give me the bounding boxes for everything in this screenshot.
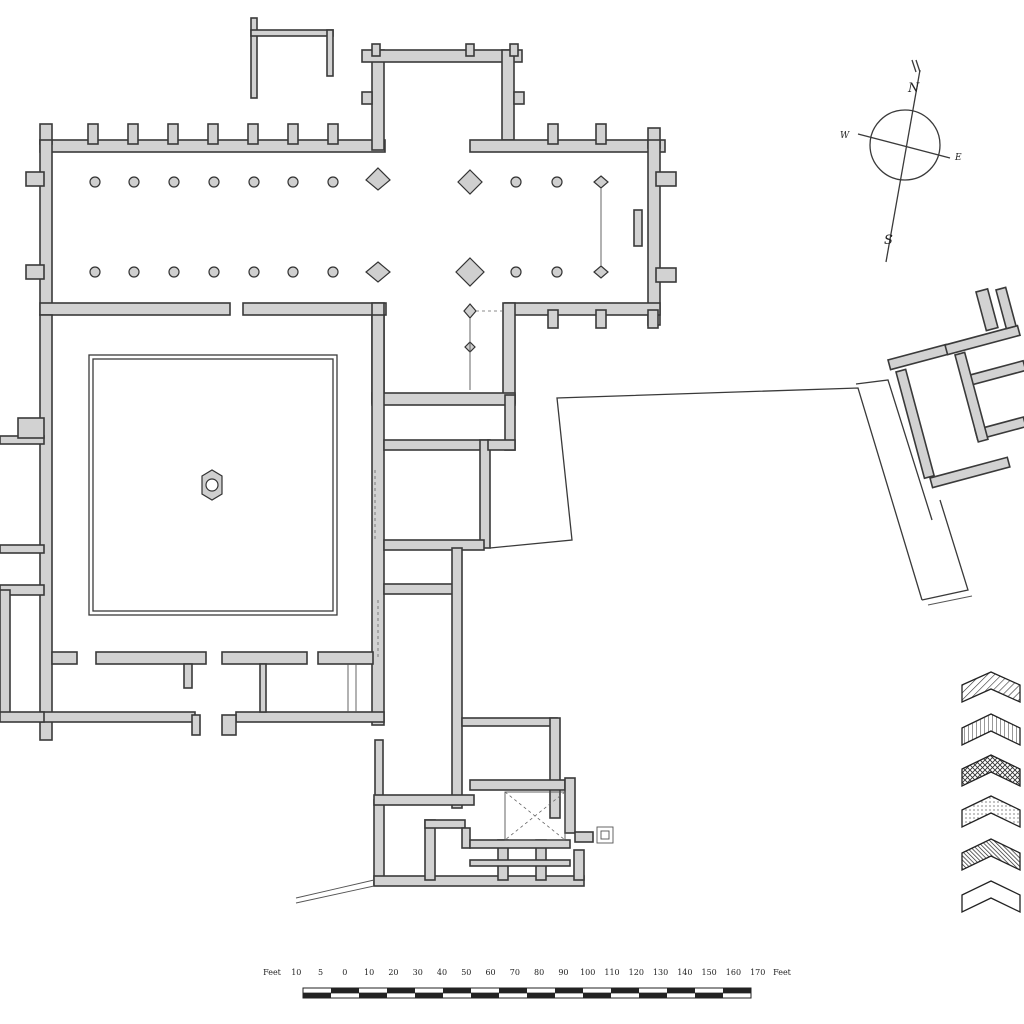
scale-segment xyxy=(583,993,611,998)
legend xyxy=(961,671,1021,914)
legend-swatch-3 xyxy=(961,754,1021,788)
scale-label: 160 xyxy=(726,968,741,977)
scale-segment xyxy=(359,993,387,998)
scale-segment xyxy=(555,988,583,993)
scale-segment xyxy=(303,993,331,998)
legend-swatch-4 xyxy=(961,795,1021,829)
compass-east-label: E xyxy=(954,153,962,163)
compass-rose: N S W E xyxy=(840,59,962,263)
scale-label: 70 xyxy=(510,968,520,977)
scale-segment xyxy=(667,988,695,993)
scale-segment xyxy=(331,988,359,993)
nave-piers xyxy=(89,167,609,390)
scale-label: 150 xyxy=(702,968,717,977)
scale-label: 80 xyxy=(534,968,544,977)
scale-label: 40 xyxy=(437,968,447,977)
cloister xyxy=(0,314,385,741)
scale-segment xyxy=(639,993,667,998)
east-range xyxy=(374,394,561,819)
scale-label: 130 xyxy=(653,968,668,977)
scale-label: 140 xyxy=(677,968,692,977)
scale-segment xyxy=(471,993,499,998)
legend-swatch-1 xyxy=(961,671,1021,704)
scale-label: 60 xyxy=(485,968,495,977)
scale-label: 20 xyxy=(388,968,398,977)
scale-label: 110 xyxy=(604,968,619,977)
scale-label: Feet xyxy=(263,968,282,977)
scale-segment xyxy=(695,993,723,998)
scale-label: 100 xyxy=(580,968,595,977)
scale-segment xyxy=(723,988,751,993)
church-outline xyxy=(25,43,677,406)
scale-label: 10 xyxy=(291,968,301,977)
east-enclosure xyxy=(489,286,1024,606)
scale-label: 170 xyxy=(750,968,765,977)
scale-segment xyxy=(611,988,639,993)
scale-segment xyxy=(443,988,471,993)
scale-label: 30 xyxy=(413,968,423,977)
scale-label: 0 xyxy=(342,968,347,977)
scale-label: 120 xyxy=(629,968,644,977)
scale-segment xyxy=(415,993,443,998)
scale-label: 10 xyxy=(364,968,374,977)
scale-label: 90 xyxy=(558,968,568,977)
legend-swatch-6 xyxy=(961,880,1021,914)
scale-label: 50 xyxy=(461,968,471,977)
scale-label: 5 xyxy=(318,968,323,977)
scale-segment xyxy=(499,988,527,993)
scale-segment xyxy=(387,988,415,993)
compass-north-label: N xyxy=(907,81,920,96)
detached-fragment xyxy=(250,17,334,99)
legend-swatch-5 xyxy=(961,838,1021,872)
legend-swatch-2 xyxy=(961,713,1021,747)
scale-label: Feet xyxy=(773,968,792,977)
scale-segment xyxy=(527,993,555,998)
south-block xyxy=(295,777,614,904)
compass-west-label: W xyxy=(840,131,850,141)
compass-south-label: S xyxy=(884,233,893,248)
